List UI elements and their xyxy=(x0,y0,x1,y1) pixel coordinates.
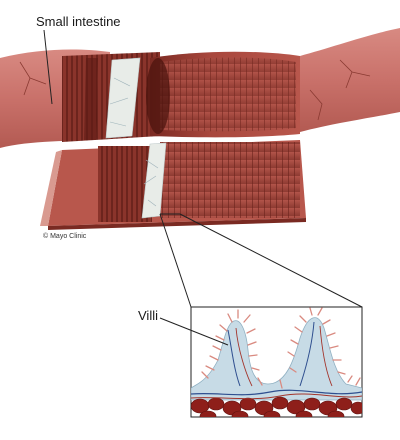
copyright-credit: © Mayo Clinic xyxy=(43,233,87,240)
villi-leader-line xyxy=(159,317,229,346)
open-upper-section xyxy=(62,51,300,142)
villi-inset xyxy=(190,306,363,418)
small-intestine-label: Small intestine xyxy=(36,14,121,29)
open-lower-section xyxy=(40,140,306,230)
intestine-leader-line xyxy=(43,29,53,105)
blood-cell-layer xyxy=(191,396,362,417)
villi-label: Villi xyxy=(138,308,158,323)
zoom-lines xyxy=(159,213,363,308)
